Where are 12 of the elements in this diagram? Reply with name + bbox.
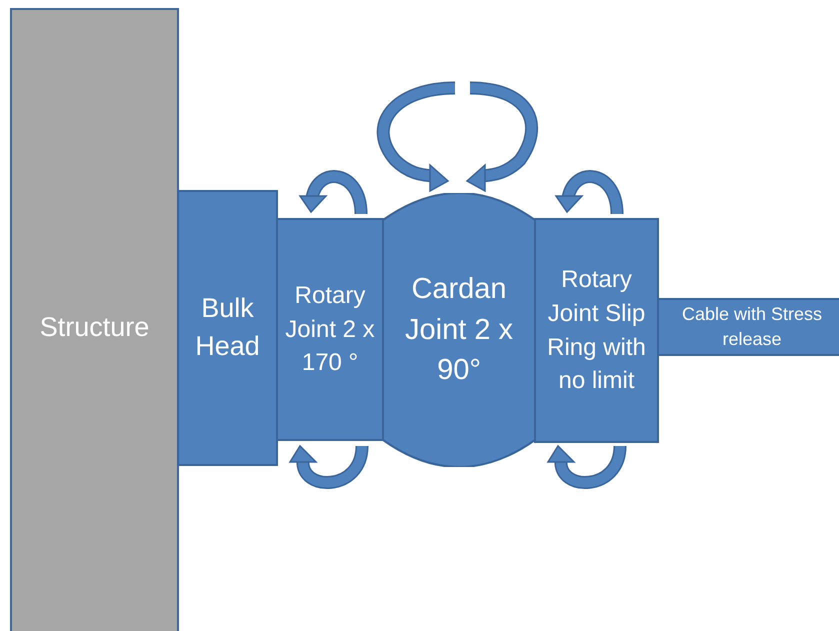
node-label: Rotary Joint Slip Ring with no limit	[546, 265, 647, 396]
bulkhead-block	[177, 190, 278, 466]
joint-block	[534, 218, 659, 443]
joint-block	[276, 218, 384, 441]
cardan-joint-shape	[382, 193, 536, 467]
cable-block	[657, 298, 839, 356]
node-label: Cardan Joint 2 x 90°	[404, 272, 514, 388]
structure-wall	[10, 8, 179, 631]
node-label: Rotary Joint 2 x 170 °	[284, 281, 376, 378]
node-label: Structure	[40, 311, 150, 344]
node-label: Cable with Stress release	[680, 302, 824, 351]
node-label: Bulk Head	[194, 292, 261, 363]
